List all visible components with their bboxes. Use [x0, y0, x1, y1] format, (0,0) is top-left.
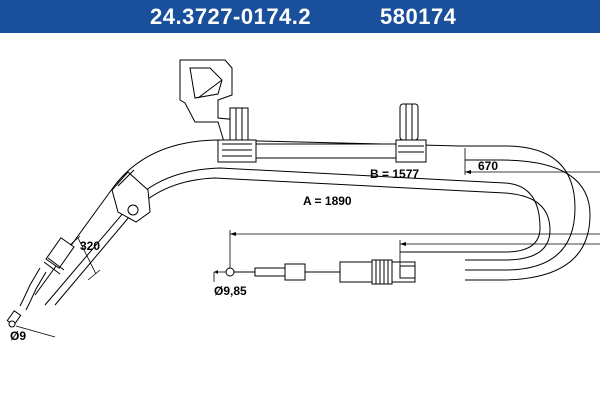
cable-outer-line — [34, 139, 576, 296]
cable-diagram: B = 1577 A = 1890 670 320 Ø9,85 Ø9 — [6, 59, 600, 343]
dim-diameter-end-label: Ø9,85 — [214, 284, 247, 298]
title-bar: 24.3727-0174.2 580174 — [0, 0, 600, 33]
cable-inner-line — [44, 167, 541, 306]
inner-wire — [54, 177, 551, 306]
elbow-clip — [111, 169, 151, 223]
sheath-tube — [255, 143, 397, 159]
sheath-clamp-left — [217, 107, 257, 163]
dimension-lines — [15, 148, 600, 338]
dim-320-label: 320 — [80, 239, 100, 253]
right-end-fitting — [225, 259, 416, 285]
dim-diameter-start-label: Ø9 — [10, 329, 26, 343]
mounting-bracket — [179, 59, 239, 146]
cable-loop-line — [465, 159, 591, 281]
part-number: 24.3727-0174.2 — [150, 4, 312, 29]
dim-670-label: 670 — [478, 159, 498, 173]
left-end-fitting — [6, 237, 75, 328]
dimension-arrows — [214, 170, 471, 274]
sheath-clamp-right — [395, 103, 427, 163]
alt-number: 580174 — [380, 4, 457, 29]
dim-b-label: B = 1577 — [370, 167, 419, 181]
dim-a-label: A = 1890 — [303, 194, 352, 208]
